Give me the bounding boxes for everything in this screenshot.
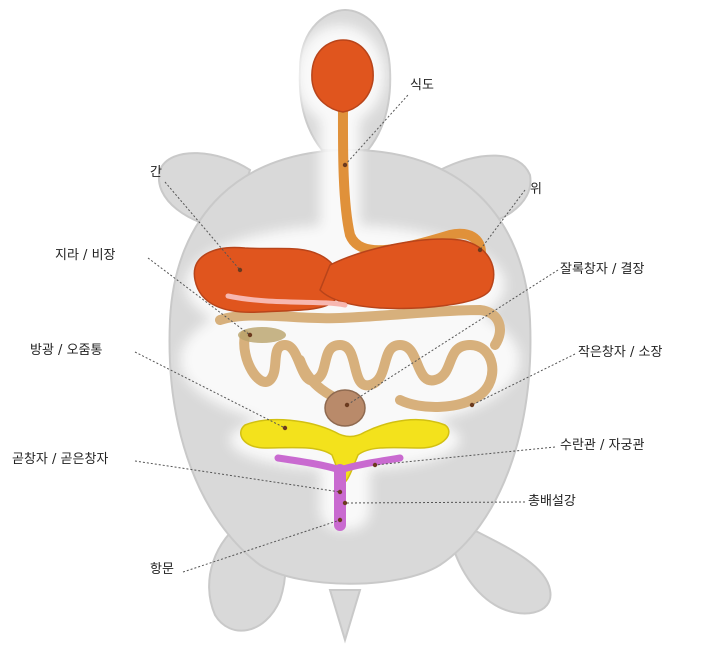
leader-spleen <box>147 257 251 336</box>
label-colon: 잘록창자 / 결장 <box>560 262 645 277</box>
turtle-tail <box>328 589 362 644</box>
colon-bulb <box>324 389 366 427</box>
leader-lines <box>134 94 576 573</box>
leader-small-intestine <box>471 353 576 406</box>
label-bladder: 방광 / 오줌통 <box>30 343 103 358</box>
label-oviduct: 수란관 / 자궁관 <box>560 438 645 453</box>
esophagus <box>337 95 486 265</box>
leader-rectum <box>134 460 341 493</box>
label-cloaca: 총배설강 <box>528 494 576 509</box>
label-esophagus: 식도 <box>410 78 434 93</box>
label-stomach: 위 <box>530 182 542 197</box>
rear-right-leg <box>448 518 552 615</box>
label-liver: 간 <box>150 165 162 180</box>
stomach <box>319 238 495 310</box>
bladder <box>240 418 450 483</box>
leader-anus <box>182 519 341 573</box>
leader-colon <box>346 269 559 406</box>
leader-liver <box>164 181 241 271</box>
label-anus: 항문 <box>150 562 174 577</box>
leader-bladder <box>134 351 286 429</box>
pancreas <box>225 293 348 308</box>
label-spleen: 지라 / 비장 <box>55 248 116 263</box>
spleen <box>238 327 286 343</box>
leader-stomach <box>479 189 526 251</box>
label-rectum: 곧창자 / 곧은창자 <box>12 452 109 467</box>
leader-dots <box>237 162 483 523</box>
pharynx <box>311 39 374 113</box>
label-small-intestine: 작은창자 / 소장 <box>578 345 663 360</box>
